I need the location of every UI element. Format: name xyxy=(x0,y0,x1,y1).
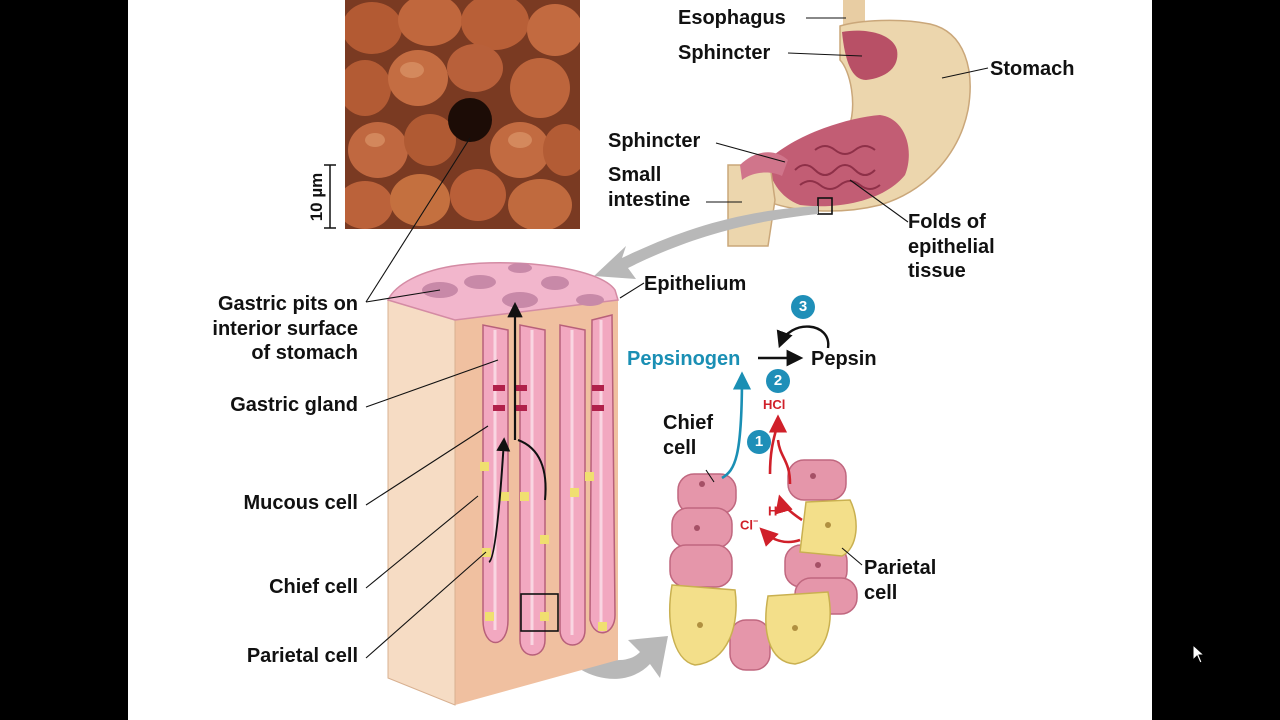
label-small-intestine-1: Small xyxy=(608,164,662,186)
label-hcl: HCl xyxy=(763,397,786,412)
label-esophagus: Esophagus xyxy=(678,7,786,29)
label-chief-cell: Chief cell xyxy=(269,576,358,598)
label-pepsin: Pepsin xyxy=(811,348,877,370)
label-folds-1: Folds of xyxy=(908,211,986,233)
label-pepsinogen: Pepsinogen xyxy=(627,348,741,370)
scale-bar-label: 10 µm xyxy=(307,173,326,222)
step-1-badge: 1 xyxy=(747,430,771,454)
label-gastric-pits-2: interior surface xyxy=(212,318,358,340)
micrograph-image xyxy=(345,0,580,229)
label-small-intestine-2: intestine xyxy=(608,189,691,211)
label-mucous-cell: Mucous cell xyxy=(243,492,358,514)
label-folds-2: epithelial xyxy=(908,236,995,258)
label-h-ion: H+ xyxy=(768,502,783,519)
label-parietal-detail-2: cell xyxy=(864,582,898,604)
label-gastric-gland: Gastric gland xyxy=(230,394,358,416)
label-epithelium: Epithelium xyxy=(644,273,747,295)
step-2-badge: 2 xyxy=(766,369,790,393)
leader-lines xyxy=(365,17,989,659)
label-folds-3: tissue xyxy=(908,260,966,282)
label-chief-detail-1: Chief xyxy=(663,412,713,434)
label-cl-ion: Cl− xyxy=(740,516,759,533)
reaction-arrows xyxy=(721,325,830,547)
scale-bar: 10 µm xyxy=(307,164,336,229)
gastric-glands xyxy=(480,301,616,656)
enlarged-gland xyxy=(669,459,858,671)
mouse-pointer-icon xyxy=(1192,644,1206,664)
zoom-arrow-stomach xyxy=(594,206,818,279)
label-parietal-cell: Parietal cell xyxy=(246,645,358,667)
label-gastric-pits-1: Gastric pits on xyxy=(217,293,358,315)
label-chief-detail-2: cell xyxy=(663,437,697,459)
label-gastric-pits-3: of stomach xyxy=(251,342,358,364)
label-parietal-detail-1: Parietal xyxy=(864,557,937,579)
label-stomach: Stomach xyxy=(990,58,1075,80)
label-sphincter-top: Sphincter xyxy=(678,42,771,64)
step-3-badge: 3 xyxy=(791,295,815,319)
label-sphincter-lower: Sphincter xyxy=(608,130,701,152)
slide-canvas xyxy=(128,0,1152,720)
